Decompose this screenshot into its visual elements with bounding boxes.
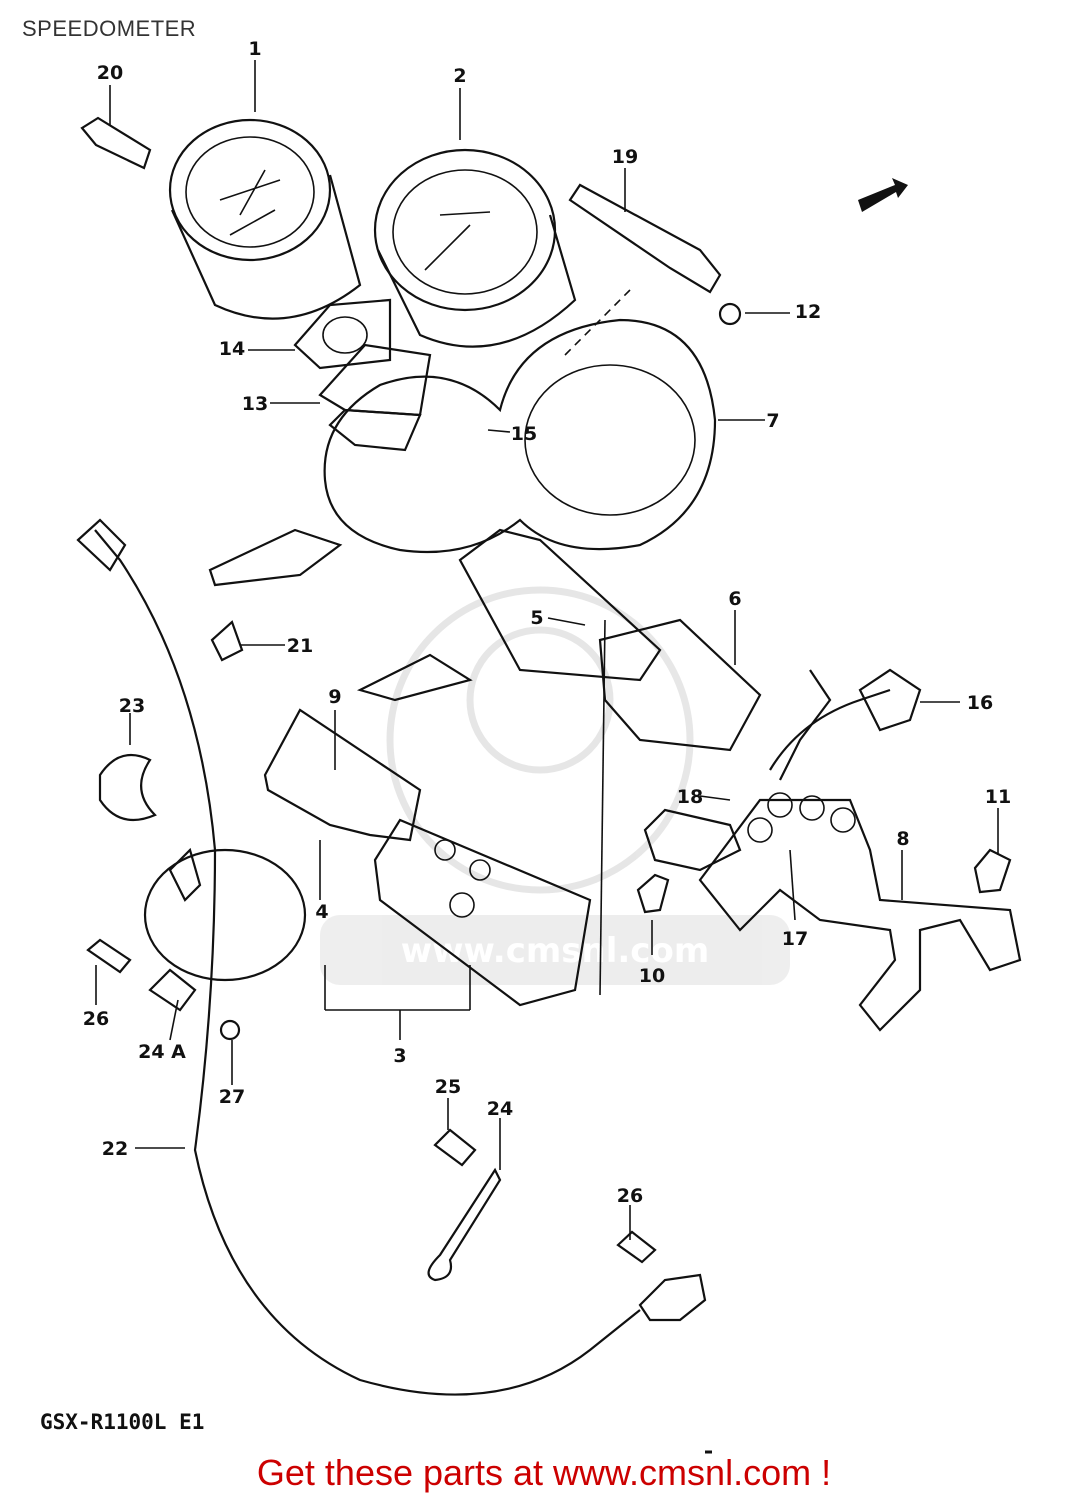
callout-23: 23 (119, 695, 145, 717)
callout-20: 20 (97, 62, 123, 84)
trim-piece (568, 183, 722, 294)
indicator-housing (263, 708, 592, 1007)
callout-1: 1 (248, 38, 261, 60)
callout-labels: 1 2 3 4 5 6 7 8 9 10 11 12 13 14 15 16 1… (83, 38, 1011, 1207)
speedometer-cable (76, 518, 707, 1396)
watermark-logo: www.cmsnl.com (320, 586, 790, 985)
callout-2: 2 (453, 65, 466, 87)
callout-3: 3 (393, 1045, 406, 1067)
meter-case (208, 318, 717, 587)
callout-21: 21 (287, 635, 313, 657)
callout-26-right: 26 (617, 1185, 643, 1207)
bolt-21 (210, 620, 244, 662)
washer-27 (219, 1019, 241, 1041)
clamp-band-24a (143, 847, 307, 1012)
ring-terminal-24 (427, 1167, 502, 1282)
callout-12: 12 (795, 301, 821, 323)
callout-19: 19 (612, 146, 638, 168)
nut-12 (718, 302, 742, 326)
callout-11: 11 (985, 786, 1011, 808)
page-title: SPEEDOMETER (22, 16, 197, 41)
callout-18: 18 (677, 786, 703, 808)
callout-24: 24 (487, 1098, 513, 1120)
speedometer-gauge (373, 148, 577, 348)
callout-15: 15 (511, 423, 537, 445)
callout-16: 16 (967, 692, 993, 714)
tachometer-gauge (168, 118, 362, 320)
clip-10 (636, 873, 670, 914)
callout-9: 9 (328, 686, 341, 708)
callout-4: 4 (315, 901, 328, 923)
gasket-and-drive (293, 298, 432, 452)
callout-13: 13 (242, 393, 268, 415)
footer-link[interactable]: Get these parts at www.cmsnl.com ! (256, 1452, 832, 1493)
harness-bracket (698, 669, 1022, 1032)
connector-16 (858, 668, 922, 732)
callout-26: 26 (83, 1008, 109, 1030)
bracket (356, 528, 762, 752)
bolt-25 (433, 1128, 477, 1167)
callout-8: 8 (896, 828, 909, 850)
callout-10: 10 (639, 965, 665, 987)
bolt-26-right (616, 1230, 657, 1264)
callout-22: 22 (102, 1138, 128, 1160)
socket-18 (643, 808, 742, 872)
callout-17: 17 (782, 928, 808, 950)
callout-6: 6 (728, 588, 741, 610)
front-arrow-icon (858, 178, 908, 212)
clip-11 (973, 848, 1012, 894)
callout-27: 27 (219, 1086, 245, 1108)
bulb-socket (80, 116, 152, 170)
callout-25: 25 (435, 1076, 461, 1098)
model-code: GSX-R1100L E1 (40, 1410, 205, 1434)
watermark-text: www.cmsnl.com (401, 931, 710, 971)
leader-lines (95, 60, 999, 1240)
callout-14: 14 (219, 338, 245, 360)
callout-7: 7 (766, 410, 779, 432)
callout-24a: 24 A (138, 1041, 186, 1063)
cable-clamp-23 (98, 753, 157, 822)
callout-5: 5 (530, 607, 543, 629)
bolt-26 (86, 938, 132, 974)
